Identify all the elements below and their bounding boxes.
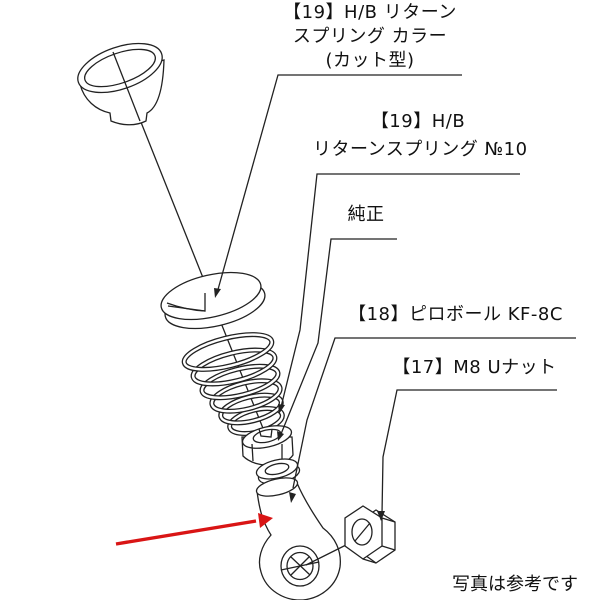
leader-spring-arrowhead <box>278 404 285 414</box>
leader-collar-arrowhead <box>214 288 221 298</box>
pillow-ball-rod-end <box>255 477 353 600</box>
return-spring <box>181 332 285 437</box>
label-18-pillow-ball: 【18】ピロボール KF-8C <box>333 303 578 327</box>
m8-u-nut <box>344 505 396 564</box>
label-line: スプリング カラー <box>292 26 448 47</box>
red-arrow <box>115 513 273 546</box>
label-line: 【19】H/B リターン <box>283 2 457 23</box>
leader-pillow-ball-arrowhead <box>289 492 296 503</box>
leader-pillow-ball <box>292 337 576 489</box>
label-17-m8-u-nut: 【17】M8 Uナット <box>392 356 557 380</box>
cut-type-collar <box>160 271 266 330</box>
reference-photo-caption: 写真は参考です <box>452 574 578 595</box>
label-19-return-spring: 【19】H/B リターンスプリング №10 <box>313 108 528 164</box>
leader-spring <box>280 173 520 408</box>
leader-genuine-nut <box>280 238 397 435</box>
label-line: 【17】M8 Uナット <box>392 357 557 378</box>
leader-u-nut <box>381 389 557 515</box>
label-line: 純正 <box>347 204 385 225</box>
assembly-axis-line <box>112 51 291 497</box>
spring-collar-cup <box>77 42 165 126</box>
leader-lines <box>214 74 576 521</box>
label-line: 【19】H/B <box>370 111 466 132</box>
label-19-return-spring-collar: 【19】H/B リターン スプリング カラー (カット型) <box>275 1 465 73</box>
label-line: 【18】ピロボール KF-8C <box>348 304 563 325</box>
label-genuine: 純正 <box>331 203 401 227</box>
label-line: リターンスプリング №10 <box>313 139 528 160</box>
leader-genuine-arrowhead <box>277 431 284 441</box>
leader-collar <box>216 74 462 294</box>
leader-u-nut-arrowhead <box>377 511 385 521</box>
label-line: (カット型) <box>325 50 415 71</box>
